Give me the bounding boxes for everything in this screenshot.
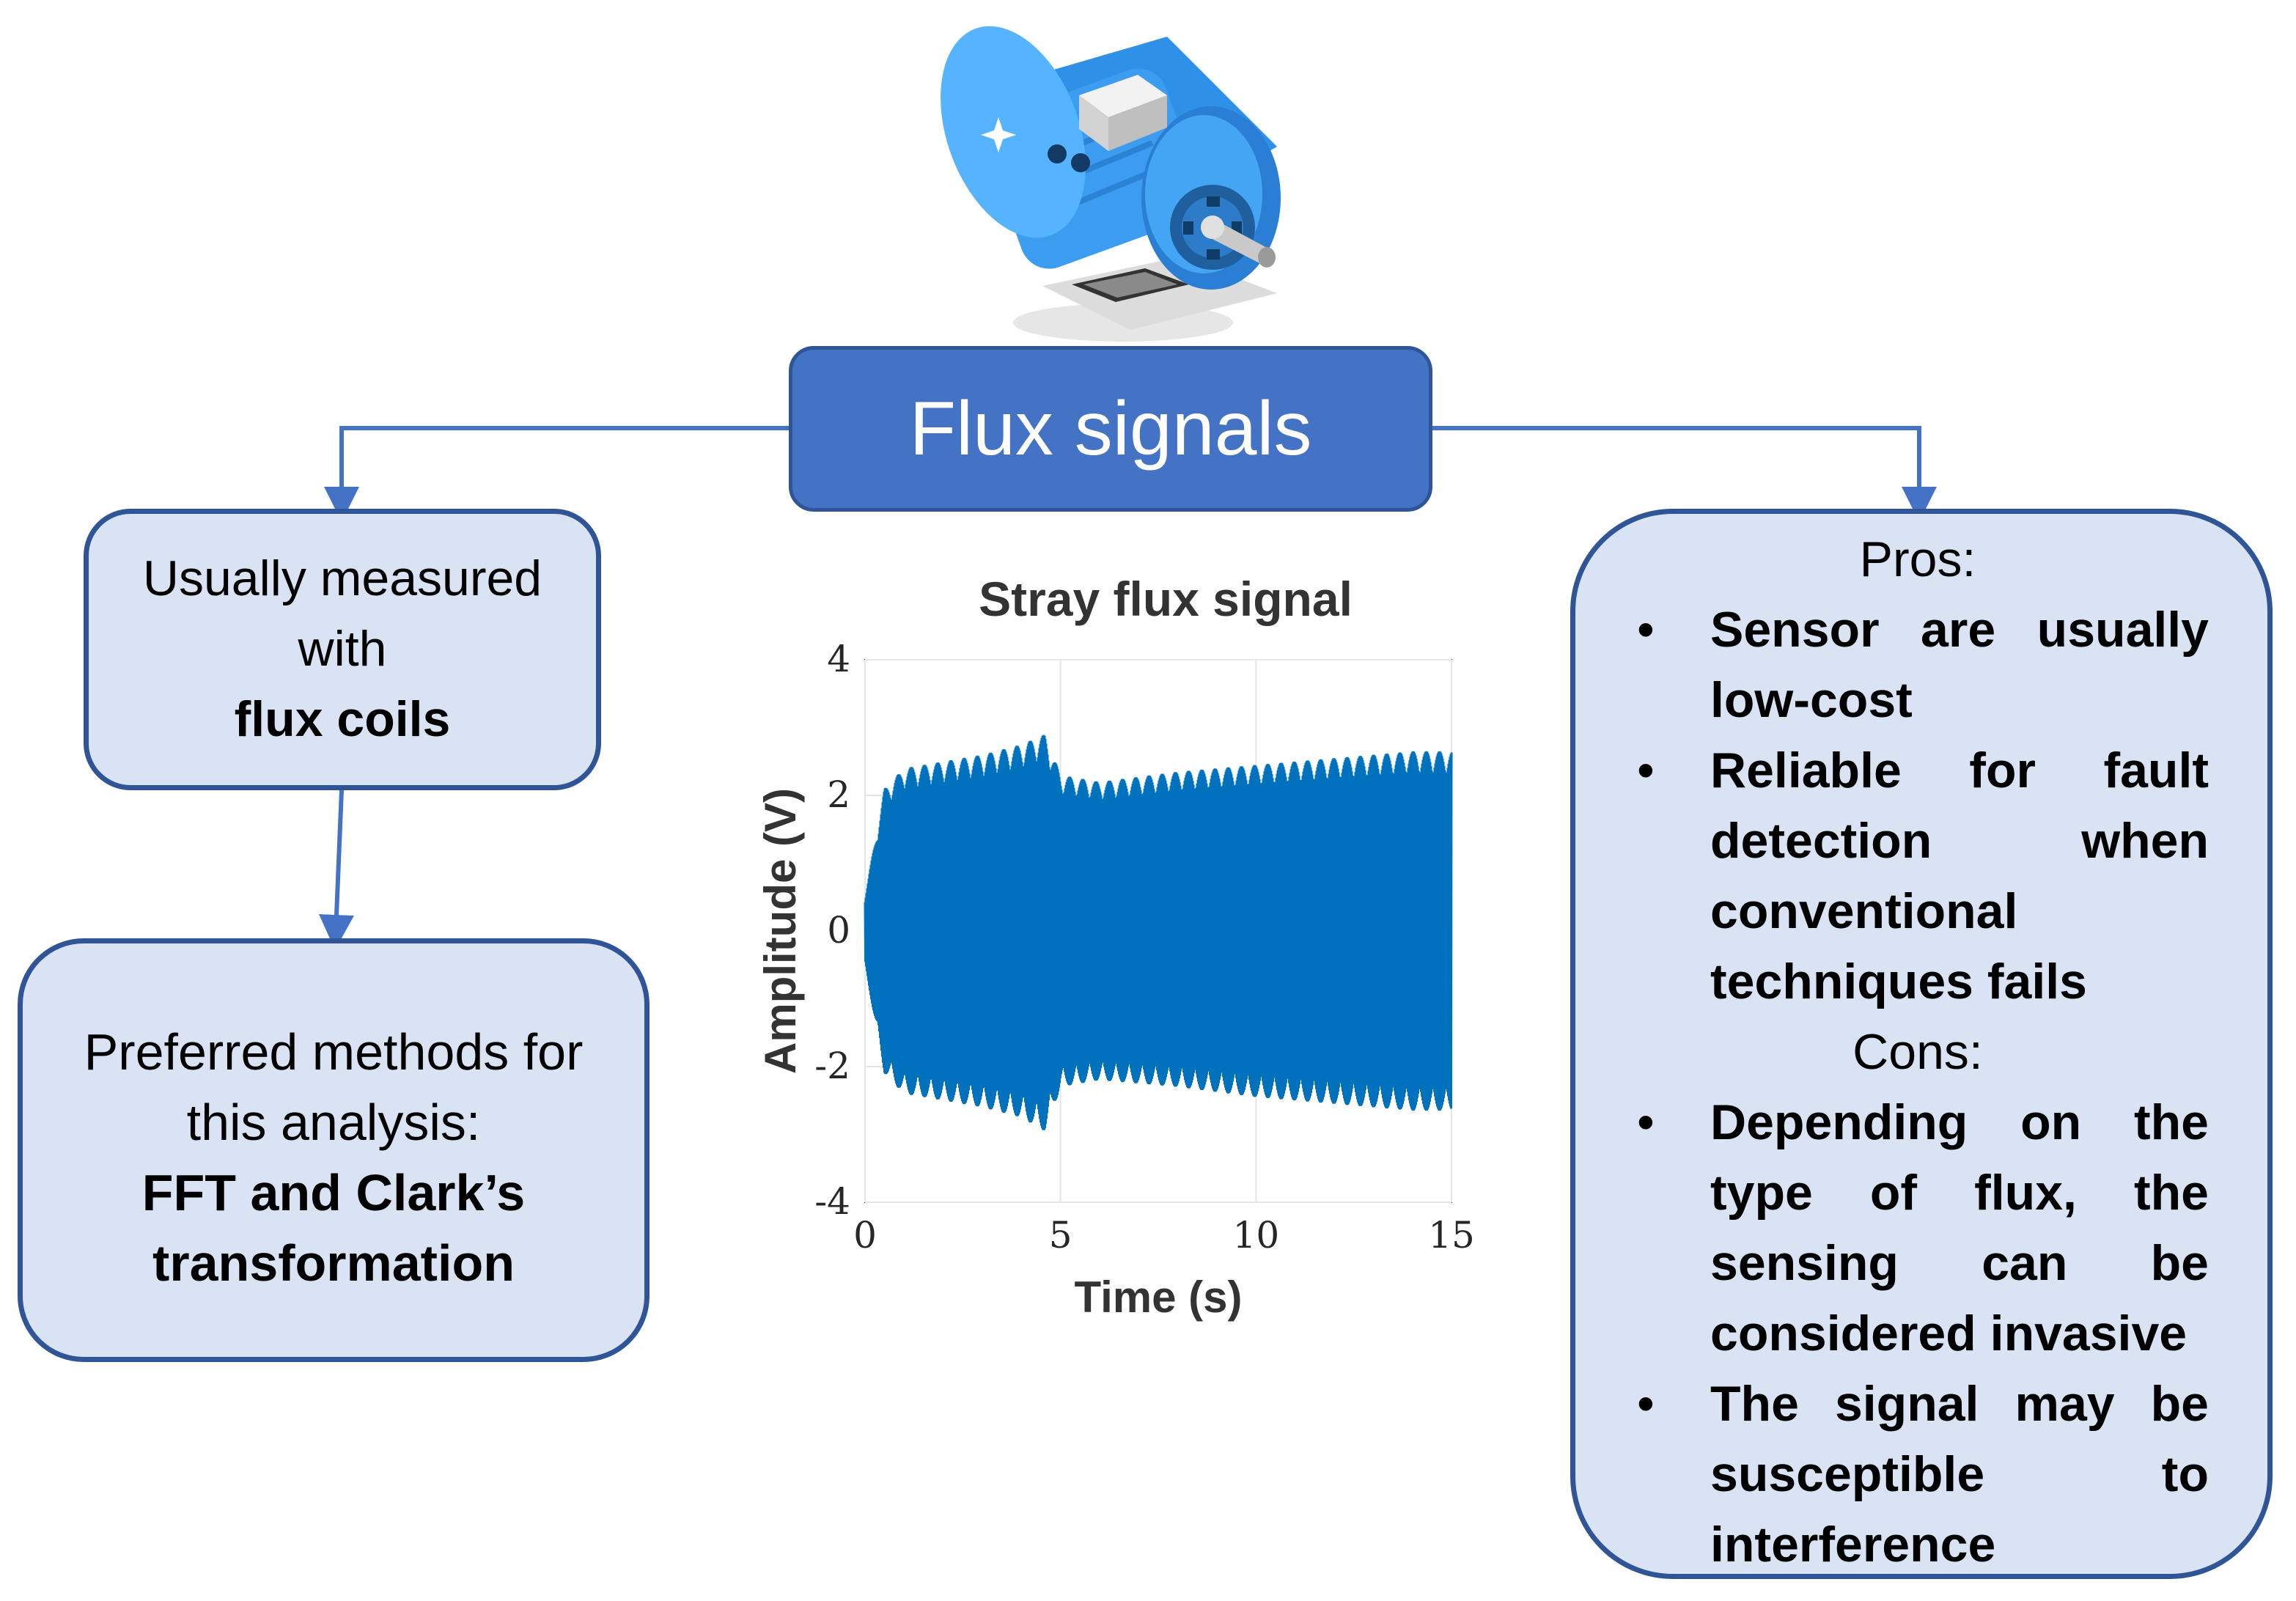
measurement-line-1: Usually measured (142, 551, 542, 606)
bullet-icon: • (1637, 602, 1655, 658)
y-tick-label: -2 (814, 1045, 850, 1087)
electric-motor-icon (941, 26, 1281, 342)
signal-line (864, 735, 1453, 1130)
measurement-line-2: with (298, 621, 387, 677)
measurement-method: flux coils (234, 691, 451, 747)
pros-item-text: Reliable for fault detection when conven… (1710, 743, 2209, 1009)
methods-line-2: this analysis: (186, 1094, 481, 1151)
pros-item: • Reliable for fault detection when conv… (1627, 735, 2209, 1017)
methods-line-1: Preferred methods for (84, 1023, 584, 1081)
connector-left (324, 426, 789, 522)
axis-ticks: 0 5 10 15 4 2 0 -2 -4 (814, 638, 1475, 1256)
diagram-title: Flux signals (909, 386, 1312, 471)
bullet-icon: • (1637, 1094, 1655, 1150)
signal-series (864, 735, 1453, 1130)
pros-item: • Sensor are usually low-cost (1627, 595, 2209, 735)
x-tick-label: 5 (1049, 1214, 1072, 1256)
x-tick-label: 0 (853, 1214, 877, 1256)
stray-flux-chart: Stray flux signal 0 5 10 15 4 2 0 -2 -4 Time (s)… (756, 572, 1475, 1322)
y-tick-label: 4 (827, 638, 850, 680)
cons-item-text: Depending on the type of flux, the sensi… (1710, 1094, 2209, 1361)
cons-heading: Cons: (1852, 1024, 1983, 1080)
bullet-icon: • (1637, 1376, 1655, 1432)
pros-heading: Pros: (1859, 531, 1976, 587)
x-axis-label: Time (s) (1075, 1273, 1243, 1322)
bullet-icon: • (1637, 743, 1655, 798)
connector-right (1432, 426, 1937, 522)
measurement-box: Usually measured with flux coils (84, 509, 601, 790)
y-axis-label: Amplitude (V) (756, 788, 805, 1074)
y-tick-label: 0 (827, 909, 850, 952)
pros-cons-box: Pros: • Sensor are usually low-cost • Re… (1570, 509, 2273, 1579)
x-tick-label: 15 (1428, 1214, 1475, 1256)
cons-item-text: The signal may be susceptible to interfe… (1710, 1376, 2209, 1572)
methods-bold-1: FFT and Clark’s (141, 1164, 526, 1221)
pros-item-text: Sensor are usually low-cost (1710, 602, 2209, 728)
title-box: Flux signals (789, 346, 1432, 512)
cons-item: • The signal may be susceptible to inter… (1627, 1369, 2209, 1580)
y-tick-label: 2 (827, 773, 850, 816)
y-tick-label: -4 (814, 1180, 850, 1223)
x-tick-label: 10 (1233, 1214, 1280, 1256)
chart-title: Stray flux signal (979, 572, 1353, 626)
connector-down (319, 790, 354, 950)
cons-item: • Depending on the type of flux, the sen… (1627, 1087, 2209, 1369)
methods-bold-2: transformation (152, 1234, 515, 1292)
methods-box: Preferred methods for this analysis: FFT… (18, 938, 650, 1362)
